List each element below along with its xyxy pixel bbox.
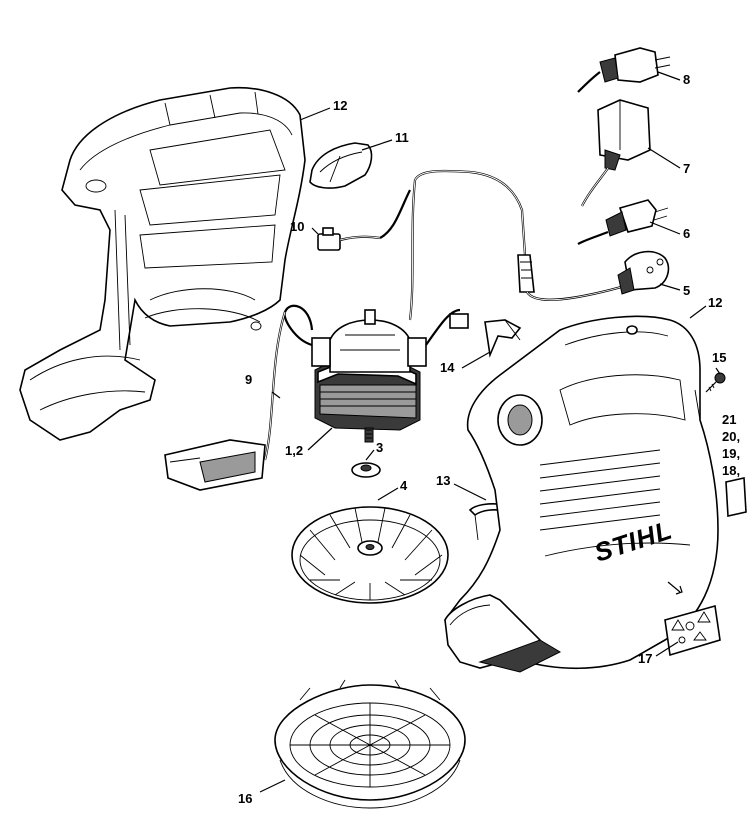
- wiring-icon: [263, 169, 626, 461]
- intake-cover-icon: [274, 679, 466, 809]
- motor-icon: [311, 309, 427, 443]
- label-19: 19,: [722, 446, 740, 461]
- screw-icon: [705, 372, 726, 393]
- label-17: 17: [638, 651, 652, 666]
- fan-impeller-icon: [291, 506, 449, 604]
- label-3: 3: [376, 440, 383, 455]
- part-labels: 12 11 10 8 7 6 5 12 9 1,2 3 4 14 13 15 2…: [238, 72, 740, 806]
- label-20: 20,: [722, 429, 740, 444]
- label-18: 18,: [722, 463, 740, 478]
- label-12-top: 12: [333, 98, 347, 113]
- label-10: 10: [290, 219, 304, 234]
- housing-half-right-icon: STIHL: [443, 315, 721, 673]
- terminal-block-icon: [164, 439, 266, 491]
- plug-us-icon: [577, 47, 671, 93]
- label-9: 9: [245, 372, 252, 387]
- label-16: 16: [238, 791, 252, 806]
- label-4: 4: [400, 478, 408, 493]
- label-8: 8: [683, 72, 690, 87]
- leader-lines: [259, 71, 721, 793]
- plug-eu-schuko-icon: [617, 250, 670, 295]
- plug-uk-icon: [581, 99, 651, 207]
- label-6: 6: [683, 226, 690, 241]
- label-15: 15: [712, 350, 726, 365]
- plug-eu-flat-icon: [577, 199, 669, 245]
- label-5: 5: [683, 283, 690, 298]
- label-14: 14: [440, 360, 455, 375]
- label-1-2: 1,2: [285, 443, 303, 458]
- label-11: 11: [395, 130, 409, 145]
- housing-half-left-icon: [19, 86, 306, 441]
- switch-icon: [317, 227, 381, 251]
- bracket-icon: [484, 319, 522, 358]
- switch-button-icon: [309, 142, 373, 189]
- washer-icon: [351, 462, 381, 478]
- label-21: 21: [722, 412, 736, 427]
- label-13: 13: [436, 473, 450, 488]
- label-7: 7: [683, 161, 690, 176]
- label-12-right: 12: [708, 295, 722, 310]
- label-sheet-icon: [725, 477, 747, 517]
